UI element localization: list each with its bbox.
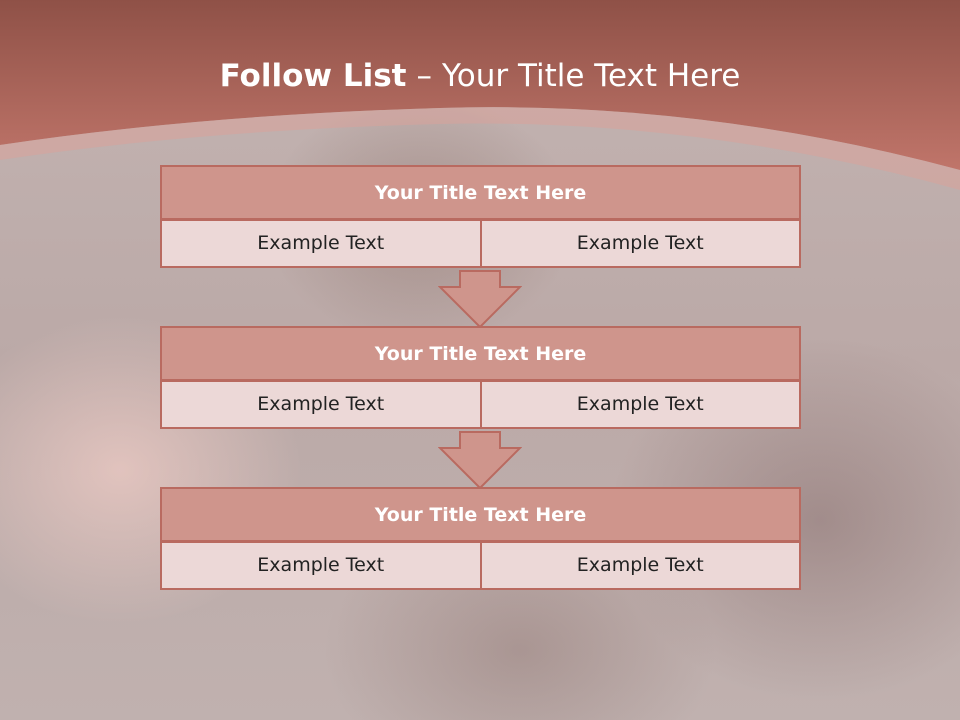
step-title-2: Your Title Text Here [160, 326, 801, 381]
header-swoosh [0, 0, 960, 190]
slide-title-dash: – [416, 58, 432, 94]
step-3-left-text: Example Text [160, 541, 482, 590]
step-block-1: Your Title Text Here Example Text Exampl… [160, 165, 801, 268]
step-block-3: Your Title Text Here Example Text Exampl… [160, 487, 801, 590]
step-1-left-text: Example Text [160, 219, 482, 268]
step-2-right-text: Example Text [479, 380, 801, 429]
step-block-2: Your Title Text Here Example Text Exampl… [160, 326, 801, 429]
step-2-left-text: Example Text [160, 380, 482, 429]
step-row-1: Example Text Example Text [160, 219, 801, 268]
slide-title-bold: Follow List [219, 58, 407, 94]
slide-title-rest: Your Title Text Here [441, 58, 741, 94]
step-title-3: Your Title Text Here [160, 487, 801, 542]
down-arrow-icon [438, 431, 522, 489]
step-1-right-text: Example Text [479, 219, 801, 268]
step-title-1: Your Title Text Here [160, 165, 801, 220]
step-row-3: Example Text Example Text [160, 541, 801, 590]
slide-title: Follow List–Your Title Text Here [0, 52, 960, 100]
down-arrow-icon [438, 270, 522, 328]
step-3-right-text: Example Text [479, 541, 801, 590]
step-row-2: Example Text Example Text [160, 380, 801, 429]
